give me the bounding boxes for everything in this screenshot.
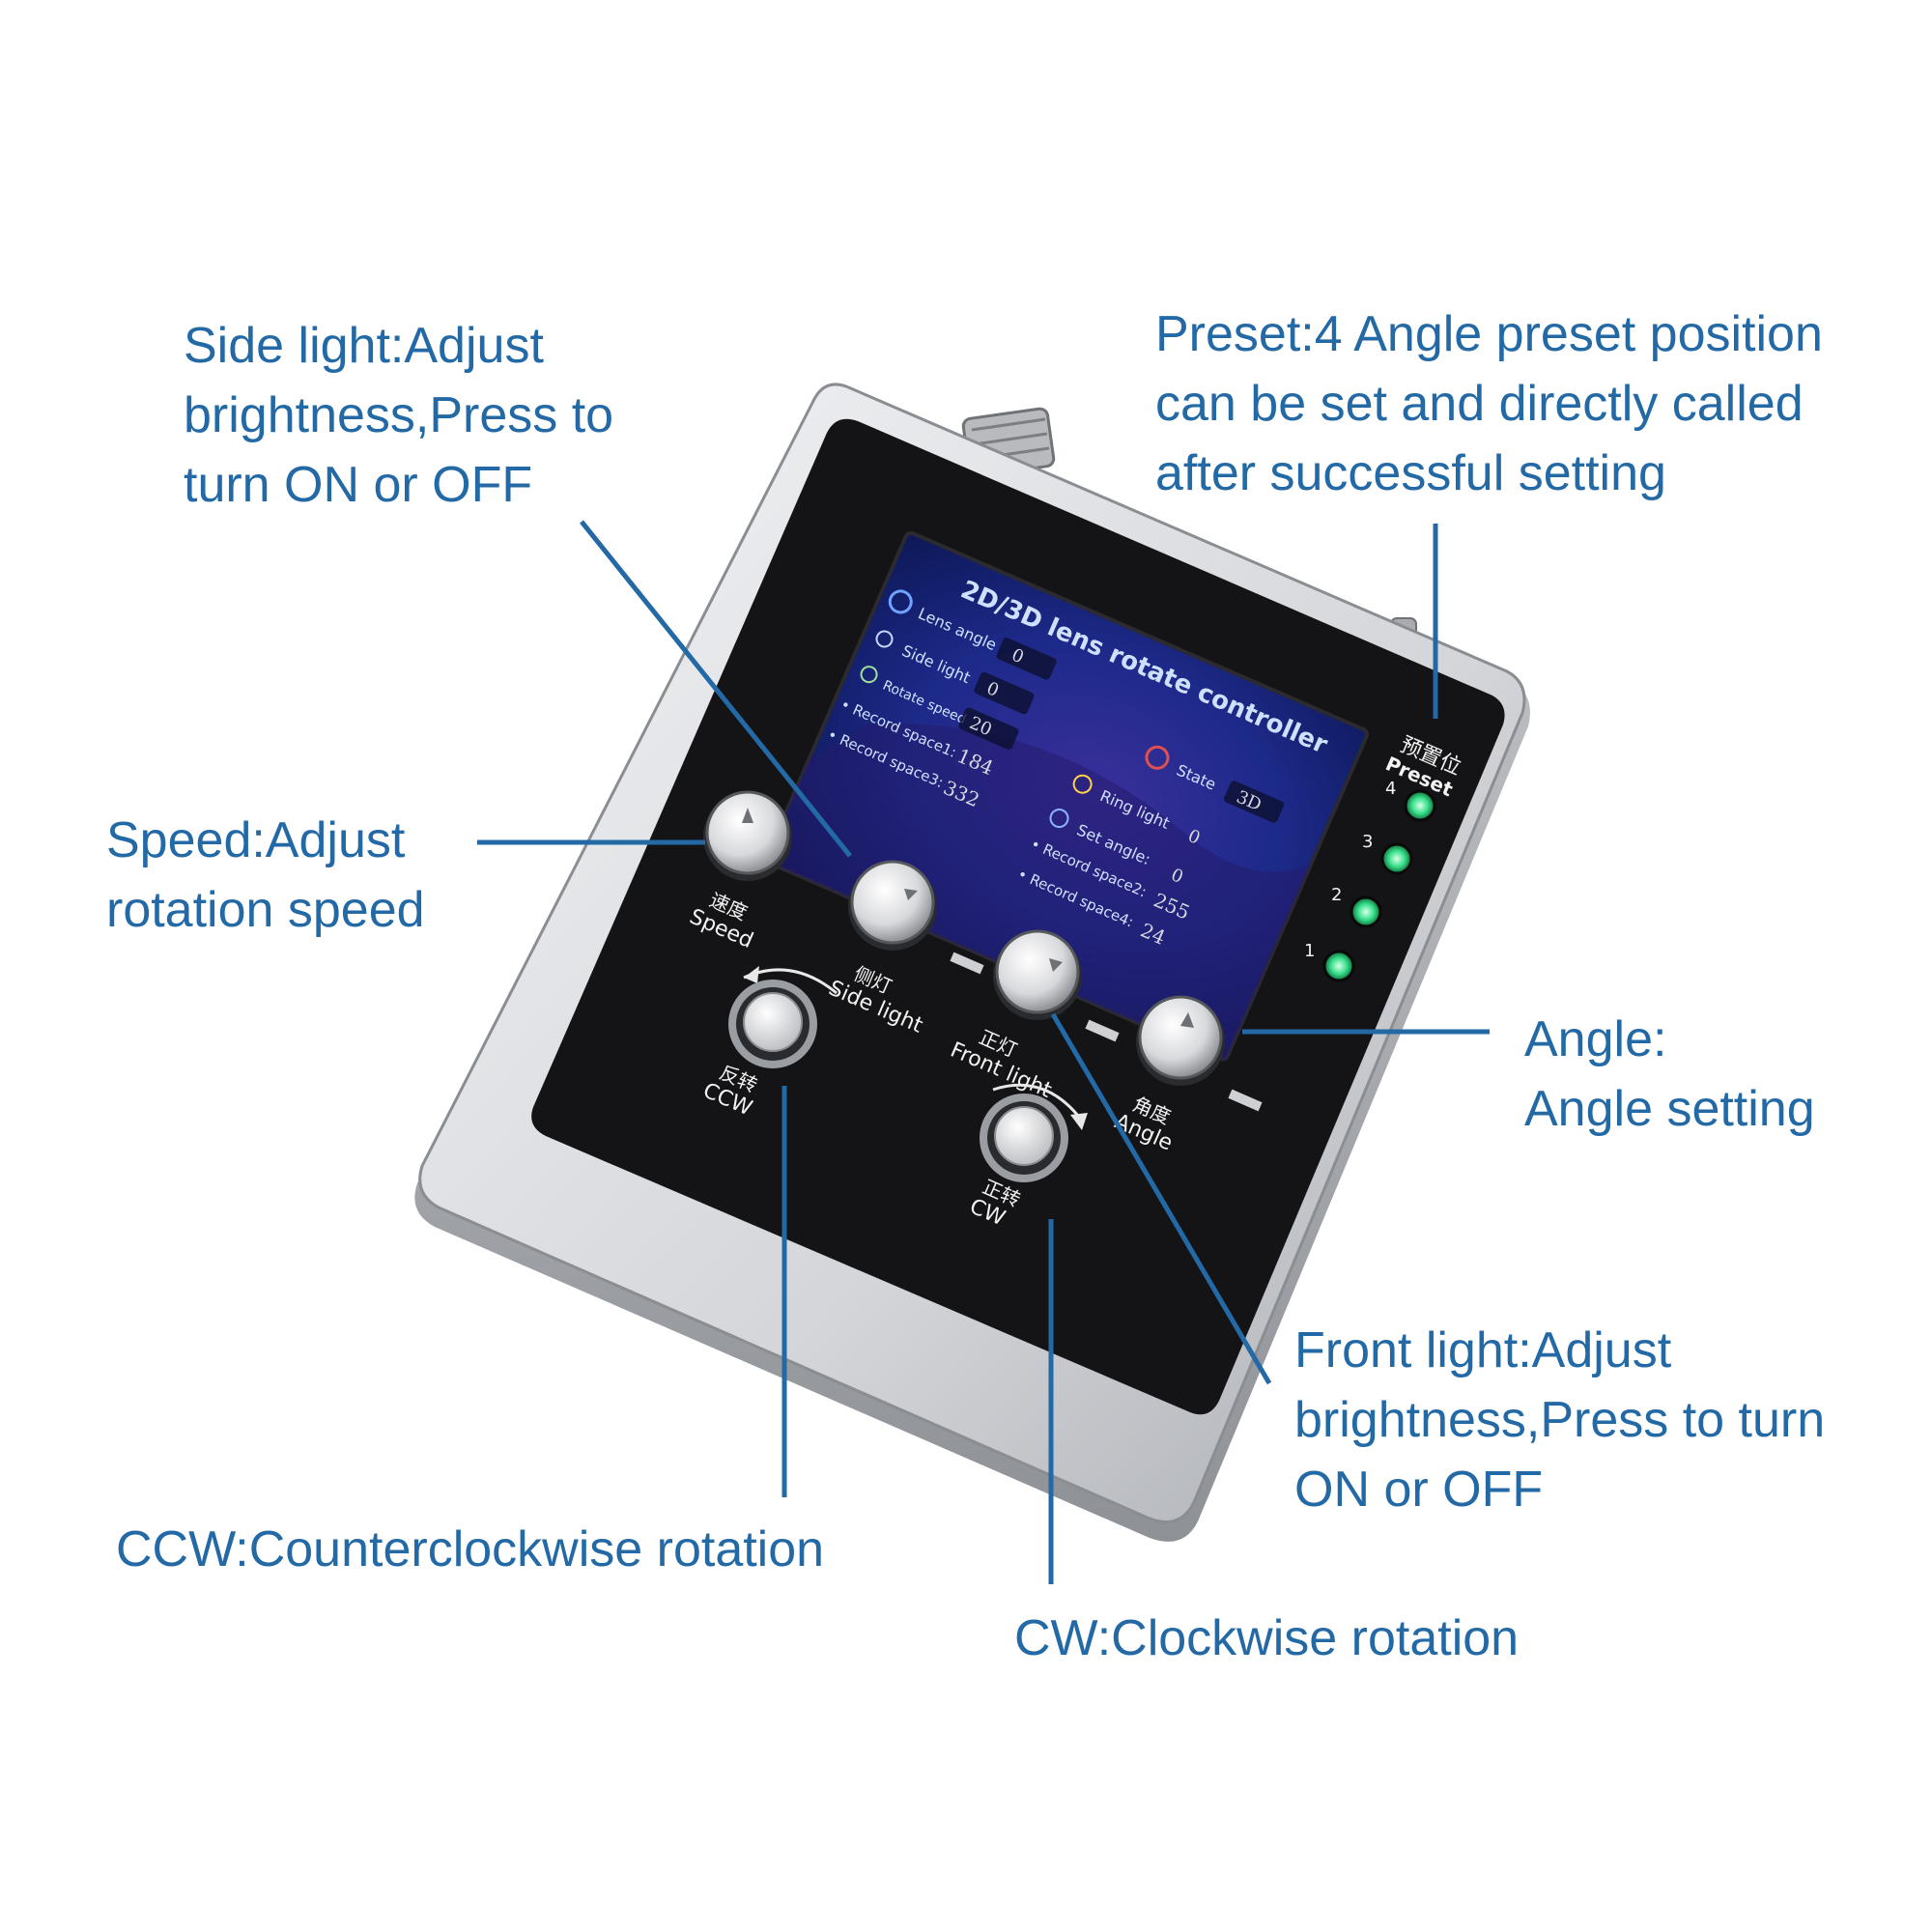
state-icon <box>1145 745 1170 770</box>
cw-rotation-arrow-icon <box>992 1083 1088 1130</box>
angle-callout: Angle: Angle setting <box>1524 1011 1815 1137</box>
side-light-callout: Side light:Adjust brightness,Press to tu… <box>184 318 614 513</box>
angle-knob[interactable] <box>1136 995 1225 1086</box>
preset-number-1: 1 <box>1304 941 1315 961</box>
angle-indicator <box>1228 1089 1263 1112</box>
preset-number-4: 4 <box>1385 779 1396 799</box>
lens-icon <box>888 589 913 614</box>
side-light-icon <box>875 630 894 648</box>
cw-button[interactable] <box>980 1094 1068 1182</box>
rotate-speed-icon <box>860 666 878 684</box>
side-light-knob[interactable] <box>848 860 937 951</box>
preset-number-2: 2 <box>1331 885 1342 905</box>
preset-led-1[interactable]: 1 <box>1304 941 1355 982</box>
front-light-knob[interactable] <box>993 929 1082 1020</box>
cw-callout: CW:Clockwise rotation <box>1014 1610 1520 1666</box>
ccw-callout: CCW:Counterclockwise rotation <box>116 1521 825 1577</box>
speed-knob[interactable] <box>703 790 792 881</box>
ccw-rotation-arrow-icon <box>743 966 838 995</box>
front-light-callout: Front light:Adjust brightness,Press to t… <box>1294 1322 1826 1518</box>
front-light-leader <box>1050 1012 1272 1385</box>
front-light-indicator <box>1085 1019 1120 1042</box>
lcd-screen: 2D/3D lens rotate controller Lens angle … <box>764 530 1369 1062</box>
preset-led-3[interactable]: 3 <box>1362 832 1413 875</box>
ccw-button[interactable] <box>728 980 817 1068</box>
ring-light-icon <box>1072 774 1093 794</box>
leader-lines <box>477 520 1490 1584</box>
preset-led-2[interactable]: 2 <box>1331 885 1382 928</box>
preset-number-3: 3 <box>1362 832 1373 852</box>
side-light-indicator <box>950 952 984 975</box>
preset-led-4[interactable]: 4 <box>1385 779 1436 822</box>
set-angle-icon <box>1049 809 1069 829</box>
preset-callout: Preset:4 Angle preset position can be se… <box>1155 306 1823 501</box>
speed-callout: Speed:Adjust rotation speed <box>106 812 425 938</box>
side-light-leader <box>580 520 852 858</box>
